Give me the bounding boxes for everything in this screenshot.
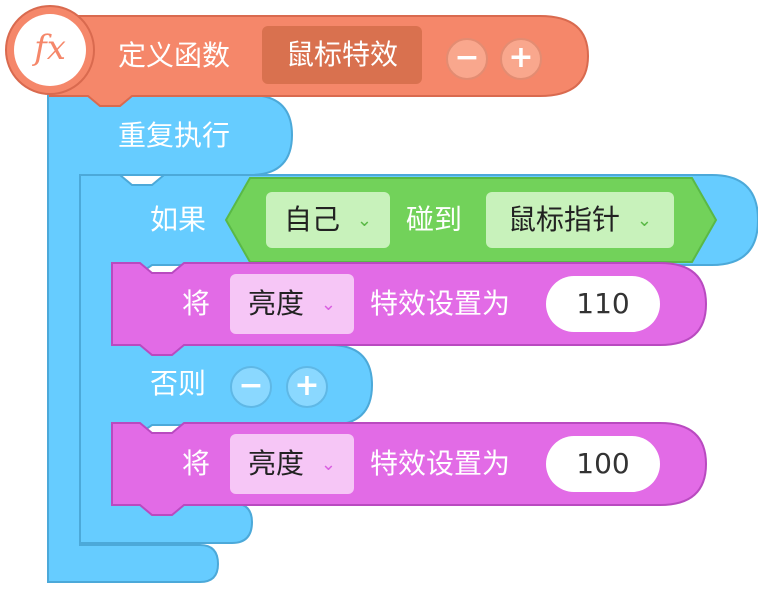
define-function-label: 定义函数: [118, 39, 231, 72]
effect-value-then: 亮度: [247, 287, 304, 320]
add-else-button[interactable]: +: [286, 366, 328, 408]
touching-label: 碰到: [406, 203, 463, 236]
fx-inner-circle: [14, 14, 86, 86]
set-effect-to-label-then: 特效设置为: [370, 287, 511, 320]
function-name-field[interactable]: 鼠标特效: [262, 26, 422, 84]
set-label-else: 将: [182, 447, 211, 480]
add-param-button[interactable]: +: [500, 38, 542, 80]
touch-target-dropdown[interactable]: 自己 ⌄: [266, 192, 390, 248]
touch-target-value: 自己: [283, 203, 340, 236]
else-label: 否则: [150, 367, 207, 400]
touch-object-value: 鼠标指针: [507, 203, 620, 236]
set-effect-to-label-else: 特效设置为: [370, 447, 511, 480]
effect-value-input-then[interactable]: 110: [546, 276, 660, 332]
fx-icon: fx: [34, 28, 66, 68]
chevron-down-icon: ⌄: [320, 294, 336, 315]
effect-dropdown-else[interactable]: 亮度 ⌄: [230, 434, 354, 494]
set-label-then: 将: [182, 287, 211, 320]
touch-object-dropdown[interactable]: 鼠标指针 ⌄: [486, 192, 674, 248]
chevron-down-icon: ⌄: [356, 210, 372, 231]
chevron-down-icon: ⌄: [320, 454, 336, 475]
effect-value-else: 亮度: [247, 447, 304, 480]
effect-dropdown-then[interactable]: 亮度 ⌄: [230, 274, 354, 334]
repeat-forever-label: 重复执行: [118, 119, 231, 152]
chevron-down-icon: ⌄: [636, 210, 652, 231]
if-label: 如果: [150, 203, 207, 236]
remove-else-button[interactable]: −: [230, 366, 272, 408]
remove-param-button[interactable]: −: [446, 38, 488, 80]
effect-value-input-else[interactable]: 100: [546, 436, 660, 492]
